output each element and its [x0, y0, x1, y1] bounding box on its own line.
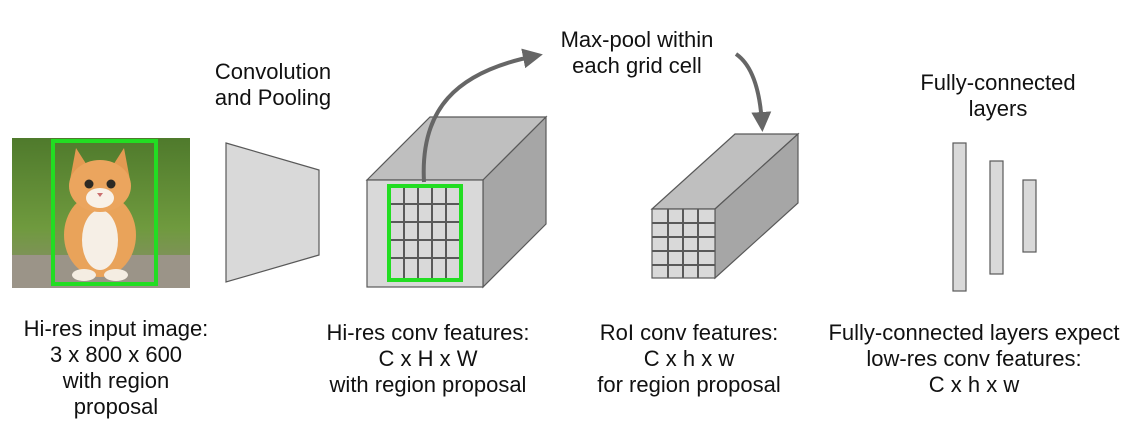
input-image-caption: Hi-res input image:3 x 800 x 600 with re…: [23, 316, 209, 419]
kitten-photo-icon: [12, 138, 190, 288]
hires-feature-cuboid: [365, 115, 548, 289]
fc-layer-1: [952, 142, 967, 292]
roi-features-caption: RoI conv features:C x h x w for region p…: [597, 320, 781, 397]
fc-layer-3: [1022, 179, 1037, 253]
conv-features-caption: Hi-res conv features:C x H x W with regi…: [326, 320, 530, 397]
conv-pooling-block: [225, 142, 320, 283]
feature-grid: [389, 186, 461, 280]
maxpool-arrow-up: [421, 48, 543, 183]
roi-feature-cuboid: [650, 132, 800, 280]
roi-grid: [652, 209, 715, 278]
fc-layer-2: [989, 160, 1004, 275]
region-proposal-box: [51, 139, 158, 286]
projected-region-proposal: [387, 184, 463, 282]
maxpool-arrow-down: [734, 52, 772, 132]
